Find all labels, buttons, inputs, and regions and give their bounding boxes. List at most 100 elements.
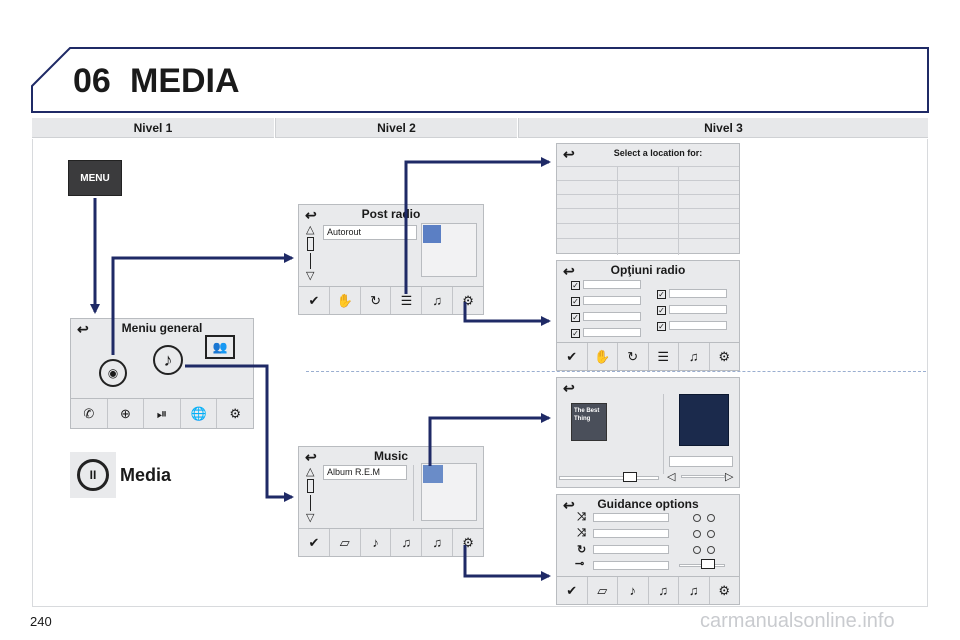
navigation-icon[interactable]: ⊕ xyxy=(108,399,145,428)
radio-option[interactable] xyxy=(707,514,715,522)
radio-source-icon[interactable]: ◉ xyxy=(99,359,127,387)
album-name-field[interactable]: Album R.E.M xyxy=(323,465,407,480)
repeat-icon[interactable]: ↻ xyxy=(577,544,587,556)
location-grid[interactable] xyxy=(557,166,739,255)
audio-settings-icon[interactable]: ♫ xyxy=(422,529,454,556)
chapter-title: MEDIA xyxy=(130,62,240,100)
slider-icon[interactable]: ⊸ xyxy=(575,558,585,570)
slider-handle[interactable] xyxy=(701,559,715,569)
next-icon[interactable]: ▷ xyxy=(725,471,734,483)
arrow-list-to-cover-flow xyxy=(428,413,551,466)
settings-icon[interactable]: ⚙ xyxy=(229,405,241,421)
confirm-icon[interactable]: ✔ xyxy=(299,529,330,556)
album-cover-large[interactable] xyxy=(679,394,729,446)
back-icon[interactable]: ↩ xyxy=(563,146,575,162)
option-checkbox[interactable]: ✓ xyxy=(571,297,580,306)
arrow-settings-to-radio-options xyxy=(463,302,551,326)
music-toolbar: ✔ ▱ ♪ ♫ ♫ ⚙ xyxy=(299,528,483,556)
main-menu-toolbar: ✆ ⊕ ⏯ 🌐 ⚙ xyxy=(71,398,253,428)
back-icon[interactable]: ↩ xyxy=(563,497,575,513)
arrow-radio-to-post-radio xyxy=(111,253,294,355)
repeat-icon[interactable]: ↻ xyxy=(618,343,649,370)
playlist-icon[interactable]: ♫ xyxy=(391,529,423,556)
main-menu-screen: ↩ Meniu general ◉ ♪ 👥 ✆ ⊕ ⏯ 🌐 ⚙ xyxy=(70,318,254,429)
audio-settings-icon[interactable]: ♫ xyxy=(679,343,710,370)
option-field xyxy=(593,545,669,554)
contacts-icon[interactable]: 👥 xyxy=(205,335,235,359)
page-number: 240 xyxy=(30,614,52,629)
radio-option[interactable] xyxy=(707,546,715,554)
back-icon[interactable]: ↩ xyxy=(305,449,317,465)
radio-option[interactable] xyxy=(693,530,701,538)
shuffle-icon[interactable]: ⤨ xyxy=(577,527,586,539)
audio-settings-icon[interactable]: ♫ xyxy=(679,577,710,604)
option-field xyxy=(583,280,641,289)
radio-toolbar: ✔ ✋ ↻ ☰ ♫ ⚙ xyxy=(299,286,483,314)
media-source-select-icon[interactable]: ▱ xyxy=(330,529,361,556)
back-icon[interactable]: ↩ xyxy=(305,207,317,223)
guidance-options-title: Guidance options xyxy=(597,497,699,511)
list-icon[interactable]: ☰ xyxy=(649,343,679,370)
option-checkbox[interactable]: ✓ xyxy=(657,306,666,315)
scroll-bar[interactable] xyxy=(307,479,314,493)
back-icon[interactable]: ↩ xyxy=(77,321,89,337)
album-cover-box xyxy=(421,463,477,521)
music-screen: ↩ Music △ ▽ Album R.E.M ✔ ▱ ♪ ♫ ♫ ⚙ xyxy=(298,446,484,557)
station-logo-box xyxy=(421,223,477,277)
location-select-screen: ↩ Select a location for: xyxy=(556,143,740,255)
radio-screen: ↩ Post radio △ ▽ Autorout ✔ ✋ ↻ ☰ ♫ ⚙ xyxy=(298,204,484,315)
track-icon[interactable]: ♪ xyxy=(618,577,649,604)
scroll-bar[interactable] xyxy=(307,237,314,251)
scroll-up-icon[interactable]: △ xyxy=(306,224,315,236)
menu-button-label: MENU xyxy=(80,172,110,184)
scroll-down-icon[interactable]: ▽ xyxy=(306,512,315,524)
shuffle-all-icon[interactable]: ⤨ xyxy=(577,511,586,523)
radio-option[interactable] xyxy=(707,530,715,538)
radio-option[interactable] xyxy=(693,546,701,554)
settings-icon[interactable]: ⚙ xyxy=(718,582,731,598)
scroll-up-icon[interactable]: △ xyxy=(306,466,315,478)
bluetooth-phone-icon[interactable]: ✆ xyxy=(71,399,108,428)
previous-icon[interactable]: ◁ xyxy=(667,471,676,483)
media-source-select-icon[interactable]: ▱ xyxy=(588,577,618,604)
option-checkbox[interactable]: ✓ xyxy=(657,322,666,331)
back-icon[interactable]: ↩ xyxy=(563,380,575,396)
music-screen-title: Music xyxy=(373,449,408,463)
list-icon[interactable]: ☰ xyxy=(391,287,423,314)
settings-icon[interactable]: ⚙ xyxy=(718,348,731,364)
music-source-icon[interactable]: ♪ xyxy=(153,345,183,375)
back-icon[interactable]: ↩ xyxy=(563,263,575,279)
track-icon[interactable]: ♪ xyxy=(361,529,392,556)
option-checkbox[interactable]: ✓ xyxy=(657,290,666,299)
album-cover[interactable]: The Best Thing xyxy=(571,403,607,441)
confirm-icon[interactable]: ✔ xyxy=(299,287,330,314)
favorites-icon[interactable]: ✋ xyxy=(588,343,618,370)
track-info-field xyxy=(669,456,733,467)
scroll-down-icon[interactable]: ▽ xyxy=(306,270,315,282)
radio-option[interactable] xyxy=(693,514,701,522)
cover-scroll-track xyxy=(681,475,725,478)
internet-icon[interactable]: 🌐 xyxy=(181,399,218,428)
playlist-icon[interactable]: ♫ xyxy=(649,577,679,604)
option-checkbox[interactable]: ✓ xyxy=(571,313,580,322)
settings-icon[interactable]: ⚙ xyxy=(462,292,474,308)
media-source-icon[interactable]: II xyxy=(70,452,116,498)
audio-settings-icon[interactable]: ♫ xyxy=(422,287,454,314)
settings-icon[interactable]: ⚙ xyxy=(462,534,474,550)
menu-button[interactable]: MENU xyxy=(68,160,122,196)
option-field xyxy=(593,529,669,538)
confirm-icon[interactable]: ✔ xyxy=(557,343,588,370)
option-field xyxy=(593,561,669,570)
repeat-icon[interactable]: ↻ xyxy=(361,287,392,314)
option-checkbox[interactable]: ✓ xyxy=(571,329,580,338)
arrow-settings-to-guidance-options xyxy=(463,545,551,581)
option-checkbox[interactable]: ✓ xyxy=(571,281,580,290)
content-area xyxy=(32,139,928,607)
confirm-icon[interactable]: ✔ xyxy=(557,577,588,604)
cover-flow-screen: ↩ The Best Thing ◁ ▷ xyxy=(556,377,740,488)
radio-options-screen: ↩ Opţiuni radio ✓ ✓ ✓ ✓ ✓ ✓ ✓ ✔ ✋ ↻ ☰ ♫ … xyxy=(556,260,740,371)
station-name-field[interactable]: Autorout xyxy=(323,225,417,240)
view-toggle-button[interactable] xyxy=(623,472,637,482)
favorites-icon[interactable]: ✋ xyxy=(330,287,361,314)
media-icon[interactable]: ⏯ xyxy=(144,399,181,428)
